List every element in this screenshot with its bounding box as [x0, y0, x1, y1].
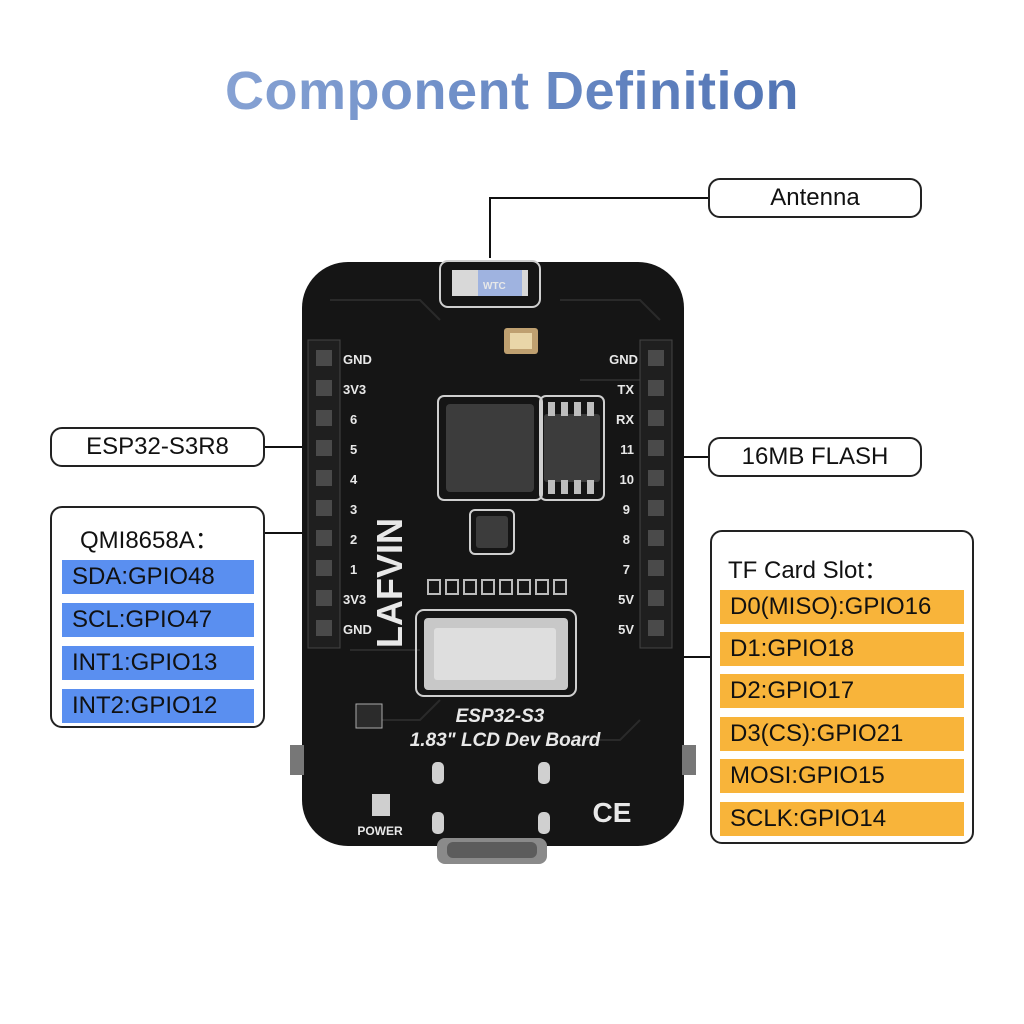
left-pin-label: 1: [350, 562, 357, 577]
imu-pin-tag: INT1:GPIO13: [62, 646, 254, 680]
mcu-highlight: [437, 395, 543, 501]
page-title: Component Definition: [0, 60, 1024, 122]
right-pin-label: 8: [623, 532, 630, 547]
imu-chip: [476, 516, 508, 548]
right-pin-label: 9: [623, 502, 630, 517]
tf-slot-highlight: [415, 609, 577, 697]
flash-label: 16MB FLASH: [741, 443, 889, 470]
left-pin-label: GND: [343, 352, 372, 367]
imu-panel: QMI8658A： SDA:GPIO48 SCL:GPIO47 INT1:GPI…: [50, 506, 265, 728]
left-pin-label: 3V3: [343, 382, 366, 397]
antenna-highlight: [439, 260, 541, 308]
board-name-line1: ESP32-S3: [456, 706, 545, 727]
antenna-callout: Antenna: [708, 178, 922, 218]
right-pin-label: 10: [620, 472, 634, 487]
tf-pin-tag: D0(MISO):GPIO16: [720, 590, 964, 624]
antenna-mark-text: WTC: [483, 281, 506, 292]
flash-callout: 16MB FLASH: [708, 437, 922, 477]
power-label: POWER: [357, 824, 403, 838]
board-name-line2: 1.83" LCD Dev Board: [410, 730, 601, 751]
left-pin-label: 3: [350, 502, 357, 517]
imu-pin-tag: SDA:GPIO48: [62, 560, 254, 594]
tf-pin-tag: D3(CS):GPIO21: [720, 717, 964, 751]
left-pin-label: 5: [350, 442, 357, 457]
right-pin-label: 7: [623, 562, 630, 577]
mcu-callout: ESP32-S3R8: [50, 427, 265, 467]
antenna-label: Antenna: [770, 184, 860, 211]
left-pin-label: GND: [343, 622, 372, 637]
flash-highlight: [539, 395, 605, 501]
tf-heading: TF Card Slot：: [728, 557, 889, 584]
left-pin-label: 6: [350, 412, 357, 427]
left-pin-label: 4: [350, 472, 358, 487]
imu-pin-tag: SCL:GPIO47: [62, 603, 254, 637]
tf-card-panel: TF Card Slot： D0(MISO):GPIO16 D1:GPIO18 …: [710, 530, 974, 844]
tf-pin-tag: D2:GPIO17: [720, 674, 964, 708]
tf-pin-tag: MOSI:GPIO15: [720, 759, 964, 793]
right-pin-label: GND: [609, 352, 638, 367]
right-pin-label: 11: [620, 442, 634, 457]
esp32-chip: [446, 404, 534, 492]
imu-heading: QMI8658A：: [80, 527, 219, 554]
right-pin-label: 5V: [618, 592, 634, 607]
left-pin-label: 2: [350, 532, 357, 547]
tf-pin-tag: D1:GPIO18: [720, 632, 964, 666]
right-pin-label: TX: [617, 382, 634, 397]
brand-logo-text: LAFVIN: [369, 518, 410, 648]
imu-pin-tag: INT2:GPIO12: [62, 689, 254, 723]
flash-chip: [544, 414, 600, 482]
right-pin-label: 5V: [618, 622, 634, 637]
ce-mark: CE: [593, 797, 632, 828]
right-pin-label: RX: [616, 412, 634, 427]
mcu-label: ESP32-S3R8: [86, 433, 229, 460]
imu-highlight: [469, 509, 515, 555]
left-pin-label: 3V3: [343, 592, 366, 607]
tf-pin-tag: SCLK:GPIO14: [720, 802, 964, 836]
